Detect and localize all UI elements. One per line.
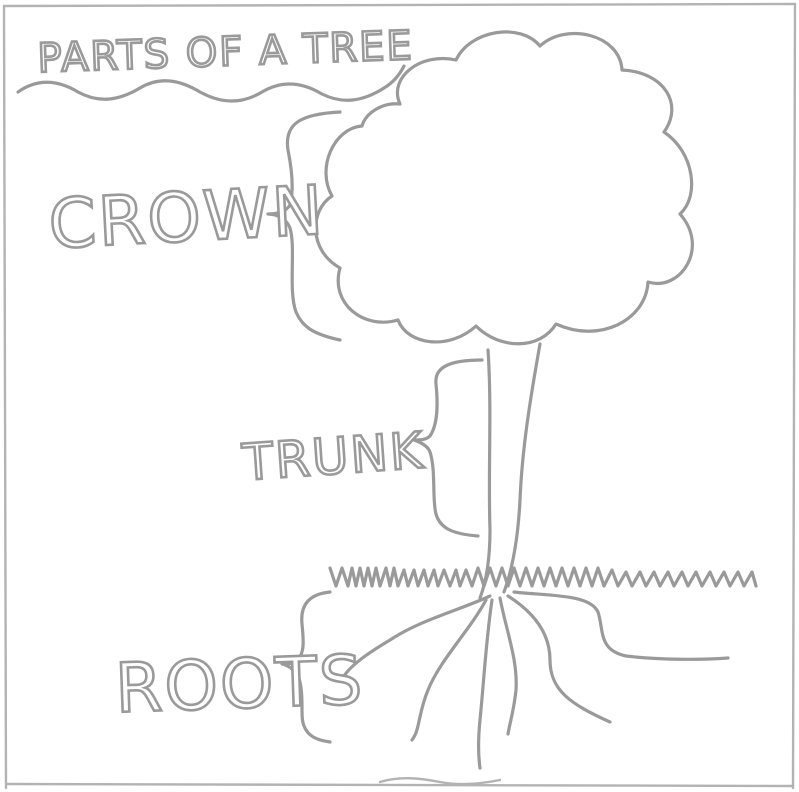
- ground-grass: [330, 568, 756, 586]
- tree-roots: [344, 592, 728, 768]
- trunk-label: TRUNK: [240, 421, 427, 492]
- diagram-title: PARTS OF A TREE: [37, 23, 415, 82]
- tree-trunk: [480, 344, 540, 598]
- tree-crown: [316, 32, 693, 344]
- crown-label: CROWN: [47, 172, 327, 265]
- roots-label: ROOTS: [114, 641, 366, 729]
- bottom-scribble: [380, 778, 500, 784]
